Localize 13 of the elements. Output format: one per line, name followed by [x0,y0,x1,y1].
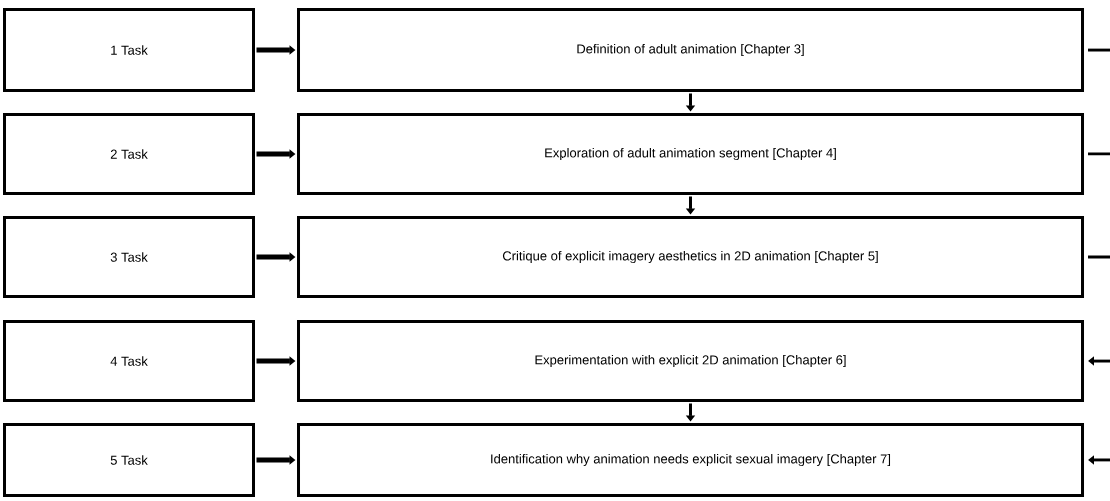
chapter-box: Definition of adult animation [Chapter 3] [297,8,1084,92]
task-box: 5 Task [3,423,255,497]
chapter-box: Identification why animation needs explicit sexual imagery [Chapter 7] [297,423,1084,497]
task-box: 4 Task [3,320,255,402]
chapter-box: Exploration of adult animation segment [Chapter 4] [297,113,1084,195]
chapter-box: Critique of explicit imagery aesthetics in 2D animation [Chapter 5] [297,216,1084,298]
connector-line [1088,48,1110,52]
task-box: 2 Task [3,113,255,195]
connector-line [1088,255,1110,259]
task-box: 3 Task [3,216,255,298]
task-box: 1 Task [3,8,255,92]
connector-line [1088,152,1110,156]
chapter-box: Experimentation with explicit 2D animation [Chapter 6] [297,320,1084,402]
